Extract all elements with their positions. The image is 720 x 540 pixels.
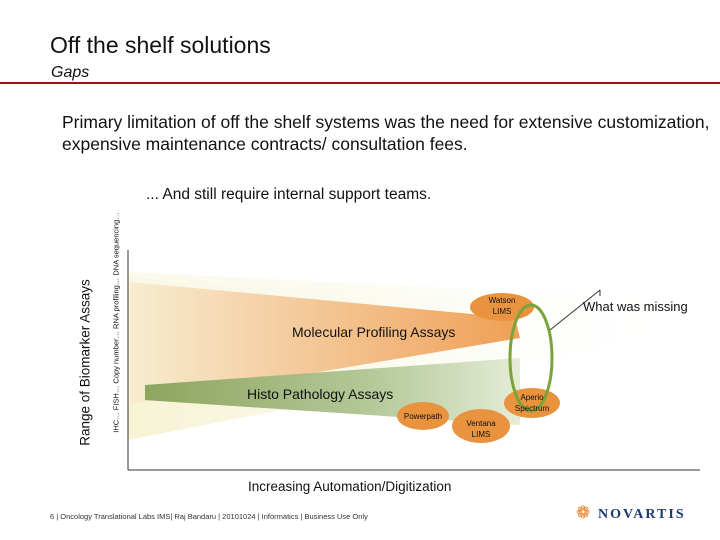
molecular-profiling-label: Molecular Profiling Assays [292,324,455,340]
support-teams-note: ... And still require internal support t… [146,186,432,203]
x-axis-label: Increasing Automation/Digitization [248,479,452,494]
powerpath-label: Powerpath [404,412,442,421]
slide-title: Off the shelf solutions [50,32,271,58]
footer-text: 6 | Oncology Translational Labs IMS| Raj… [50,512,368,521]
slide-subtitle: Gaps [51,64,90,81]
y-axis-sublabel: IHC… FISH… Copy number… RNA profiling… D… [111,212,121,433]
gap-callout-line [549,289,601,331]
gap-oval [508,303,554,413]
molecular-profiling-band [130,282,520,404]
y-axis-label: Range of Biomarker Assays [77,279,93,446]
logo-text: NOVARTIS [598,507,686,522]
ventana-lims-node [452,409,510,443]
intro-text: Primary limitation of off the shelf syst… [62,112,710,154]
title-divider [0,82,720,84]
powerpath-node [397,402,449,430]
novartis-logo: ❁ NOVARTIS [576,503,706,525]
flame-icon: ❁ [576,503,591,522]
histo-pathology-label: Histo Pathology Assays [247,386,393,402]
gap-label: What was missing [583,299,688,314]
